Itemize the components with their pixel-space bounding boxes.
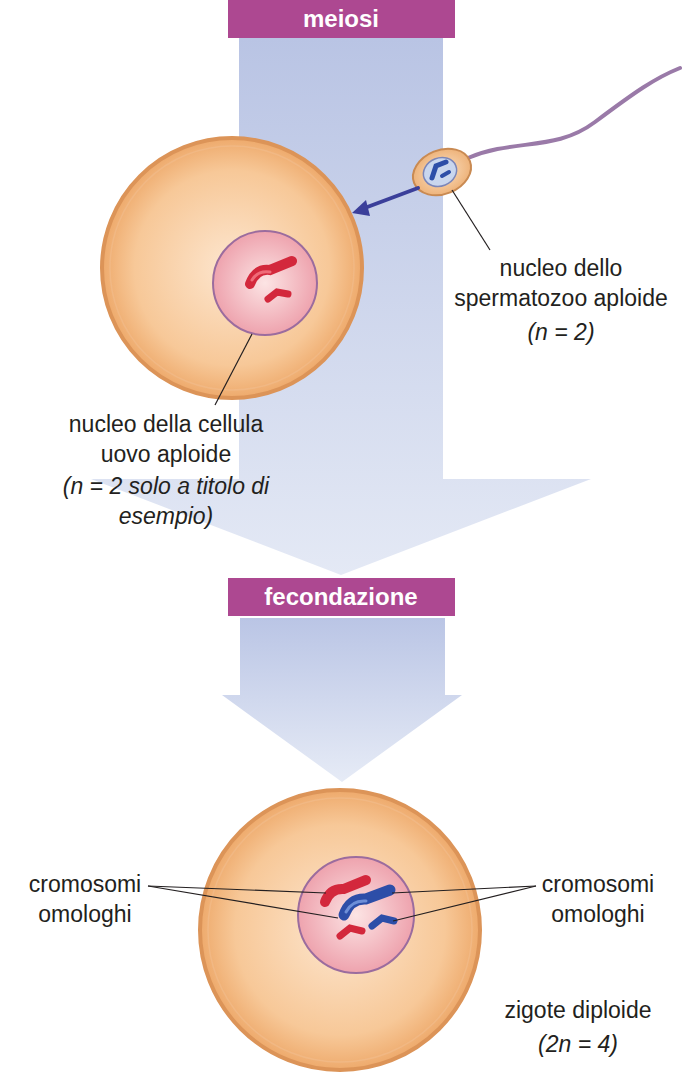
zygote-cell (200, 790, 480, 1070)
chromosome-number: (n = 2 solo a titolo di esempio) (44, 472, 288, 532)
band-title: meiosi (303, 5, 379, 34)
leader-line (215, 334, 252, 405)
callout-label: cromosomi omologhi (518, 870, 678, 930)
callout-label: nucleo della cellula uovo aploide (44, 410, 288, 470)
leader-line (452, 190, 490, 250)
callout-label: cromosomi omologhi (4, 870, 166, 930)
band-title: fecondazione (264, 583, 417, 612)
chromosome-number: (n = 2) (445, 318, 677, 348)
egg-cell (102, 138, 362, 398)
chromosome-number: (2n = 4) (478, 1030, 678, 1060)
cell-label: zigote diploide (478, 996, 678, 1026)
callout-label: nucleo dello spermatozoo aploide (445, 254, 677, 314)
flow-arrow (222, 618, 462, 782)
sperm-cell (352, 68, 680, 216)
leader-line (148, 886, 536, 921)
process-band: meiosi (228, 0, 455, 38)
process-band: fecondazione (228, 578, 455, 616)
